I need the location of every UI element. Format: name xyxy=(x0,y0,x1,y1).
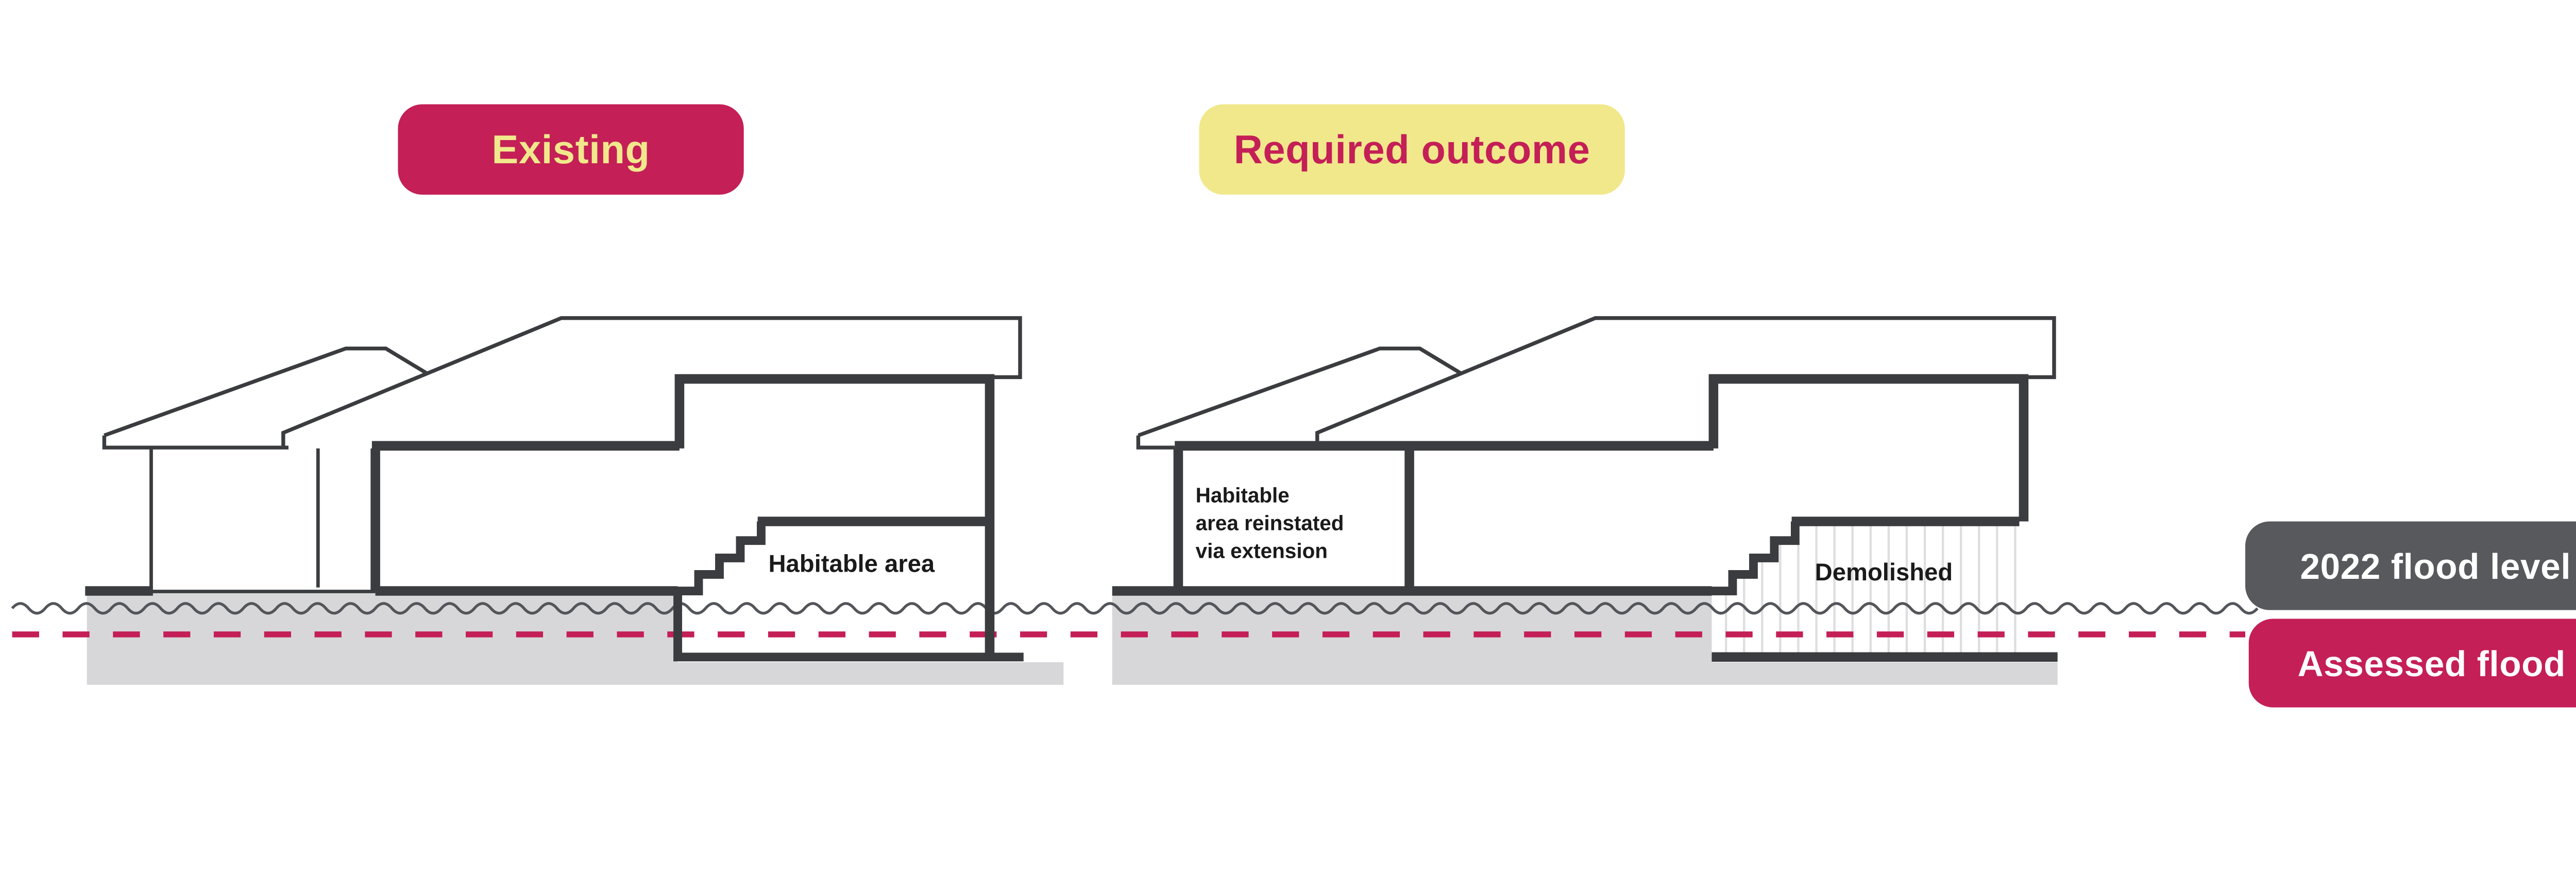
demolished-label: Demolished xyxy=(1815,559,1953,586)
extension-label-line1: Habitable xyxy=(1196,483,1290,507)
assessed-flood-legend-badge: Assessed flood level xyxy=(2248,619,2576,708)
existing-house xyxy=(85,316,1024,662)
flood-2022-legend-badge: 2022 flood level xyxy=(2245,521,2576,610)
existing-roof-outline xyxy=(102,316,1022,450)
required-outcome-badge-label: Required outcome xyxy=(1234,128,1590,172)
extension-label-line2: area reinstated xyxy=(1196,511,1344,535)
assessed-flood-badge-background xyxy=(2248,619,2576,708)
habitable-area-label: Habitable area xyxy=(768,550,935,577)
required-outcome-house xyxy=(1112,316,2058,662)
existing-upper-floor xyxy=(674,374,995,657)
ground-layer xyxy=(87,592,2058,685)
outcome-roof-outline xyxy=(1136,316,2056,450)
outcome-stairs xyxy=(1711,521,1800,595)
existing-stairs-and-room-outline xyxy=(673,521,1024,662)
outcome-extension-walls xyxy=(1173,441,1714,591)
outcome-upper-floor xyxy=(1708,374,2029,522)
existing-main-walls xyxy=(370,441,680,596)
flood-level-2022-wavy-line xyxy=(11,602,2259,615)
ground-fill-existing xyxy=(87,592,678,685)
existing-porch-posts xyxy=(149,448,320,588)
flood-2022-badge-background xyxy=(2245,521,2576,610)
ground-fill-under-room-existing xyxy=(677,662,1064,685)
extension-label: Habitable area reinstated via extension xyxy=(1196,483,1344,562)
required-outcome-badge: Required outcome xyxy=(1199,104,1625,195)
existing-badge: Existing xyxy=(398,104,744,195)
required-outcome-badge-background xyxy=(1199,104,1625,195)
existing-badge-label: Existing xyxy=(492,128,650,172)
existing-badge-background xyxy=(398,104,744,195)
flood-2022-badge-label: 2022 flood level xyxy=(2300,546,2571,587)
extension-label-line3: via extension xyxy=(1196,539,1328,562)
ground-fill-under-room-outcome xyxy=(1711,662,2058,685)
assessed-flood-badge-label: Assessed flood level xyxy=(2298,644,2576,684)
